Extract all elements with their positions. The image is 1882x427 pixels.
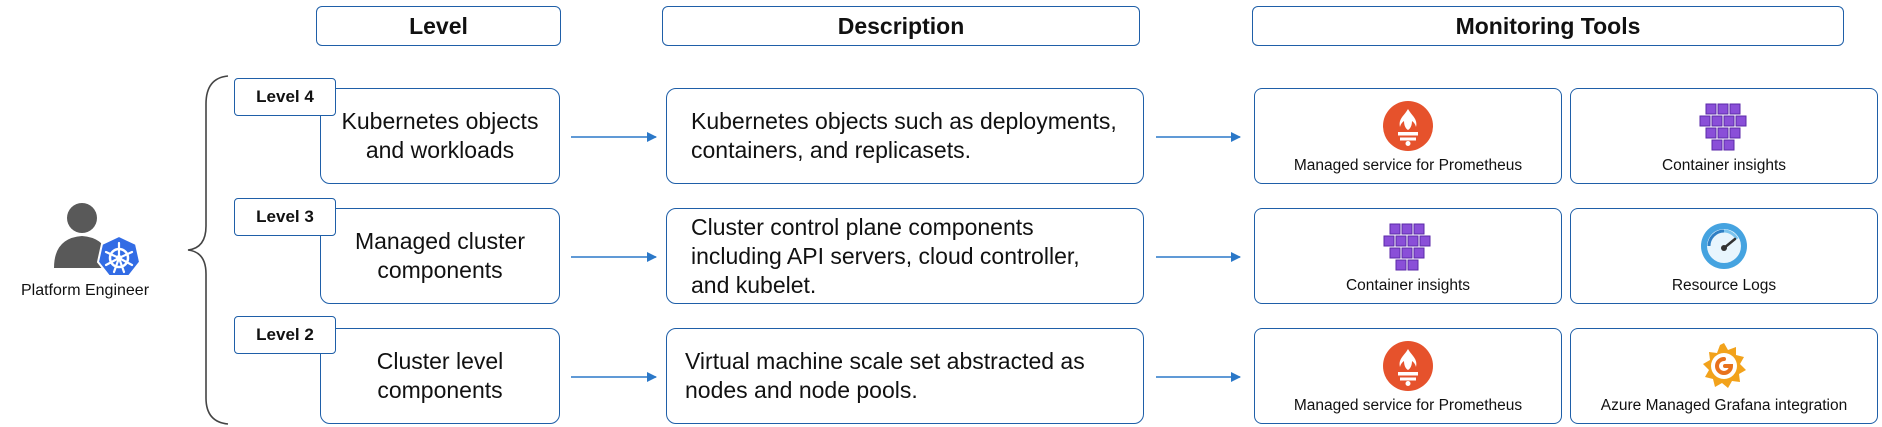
tool-label: Container insights xyxy=(1661,157,1787,174)
level2-description: Virtual machine scale set abstracted as n… xyxy=(666,328,1144,424)
tool-label: Resource Logs xyxy=(1671,277,1777,294)
level2-text-line2: components xyxy=(377,377,503,403)
prometheus-icon xyxy=(1383,101,1433,151)
tool-label: Azure Managed Grafana integration xyxy=(1600,397,1848,414)
grafana-icon xyxy=(1703,343,1746,388)
level2-text-line1: Cluster level xyxy=(376,348,504,374)
tool-label: Managed service for Prometheus xyxy=(1293,157,1523,174)
level4-desc-line2: containers, and replicasets. xyxy=(691,137,971,163)
level3-text-line2: components xyxy=(377,257,503,283)
level3-tool-resource-logs: Resource Logs xyxy=(1570,208,1878,304)
level4-tool-prometheus: Managed service for Prometheus xyxy=(1254,88,1562,184)
tool-label: Container insights xyxy=(1345,277,1471,294)
person-icon xyxy=(54,203,110,268)
header-description: Description xyxy=(662,6,1140,46)
kubernetes-icon xyxy=(96,234,142,277)
header-monitoring-tools: Monitoring Tools xyxy=(1252,6,1844,46)
level2-tag: Level 2 xyxy=(234,316,336,354)
resource-logs-icon xyxy=(1701,223,1747,269)
level3-tool-container-insights: Container insights xyxy=(1254,208,1562,304)
persona-label: Platform Engineer xyxy=(20,282,150,299)
header-level: Level xyxy=(316,6,561,46)
level2-box: Cluster level components xyxy=(320,328,560,424)
level4-description: Kubernetes objects such as deployments, c… xyxy=(666,88,1144,184)
level4-desc-line1: Kubernetes objects such as deployments, xyxy=(691,108,1117,134)
level2-tool-prometheus: Managed service for Prometheus xyxy=(1254,328,1562,424)
level2-desc-line1: Virtual machine scale set abstracted as xyxy=(685,348,1085,374)
level3-box: Managed cluster components xyxy=(320,208,560,304)
level3-desc-line3: and kubelet. xyxy=(691,271,817,298)
tool-label: Managed service for Prometheus xyxy=(1293,397,1523,414)
prometheus-icon xyxy=(1383,341,1433,391)
level2-desc-line2: nodes and node pools. xyxy=(685,377,918,403)
container-insights-icon xyxy=(1383,223,1431,271)
platform-engineer-persona: Platform Engineer xyxy=(0,190,170,310)
level3-tag: Level 3 xyxy=(234,198,336,236)
level2-tool-grafana: Azure Managed Grafana integration xyxy=(1570,328,1878,424)
brace xyxy=(187,75,229,425)
level4-text-line2: and workloads xyxy=(365,137,515,163)
level3-desc-line1: Cluster control plane components xyxy=(691,213,1034,240)
level4-tag: Level 4 xyxy=(234,78,336,116)
level4-tool-container-insights: Container insights xyxy=(1570,88,1878,184)
level3-text-line1: Managed cluster xyxy=(354,228,526,254)
container-insights-icon xyxy=(1699,103,1747,151)
level4-text-line1: Kubernetes objects xyxy=(341,108,539,134)
level4-box: Kubernetes objects and workloads xyxy=(320,88,560,184)
level3-desc-line2: including API servers, cloud controller, xyxy=(691,242,1080,269)
